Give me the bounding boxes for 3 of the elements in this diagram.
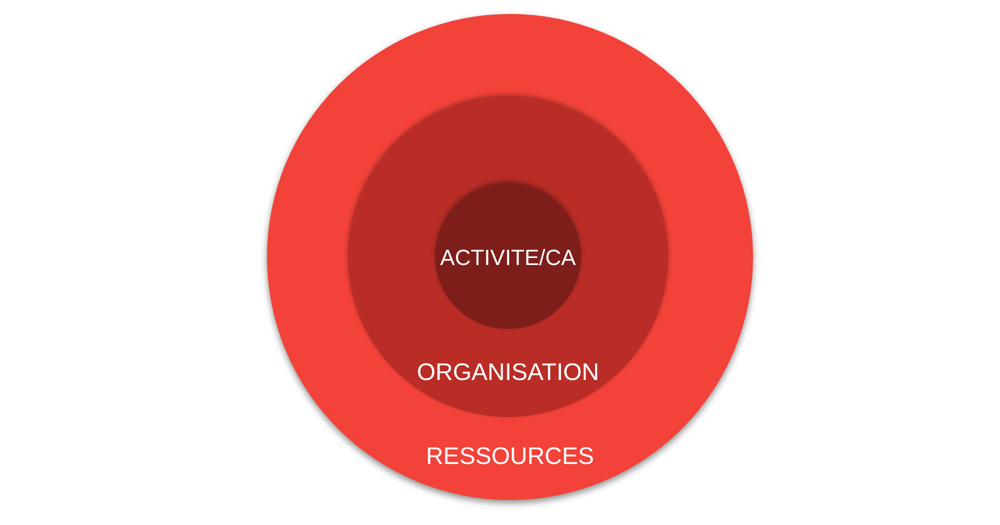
ring-label: ORGANISATION xyxy=(416,360,600,386)
center-label: ACTIVITE/CA xyxy=(440,246,576,270)
ring-label: RESSOURCES xyxy=(426,444,594,470)
